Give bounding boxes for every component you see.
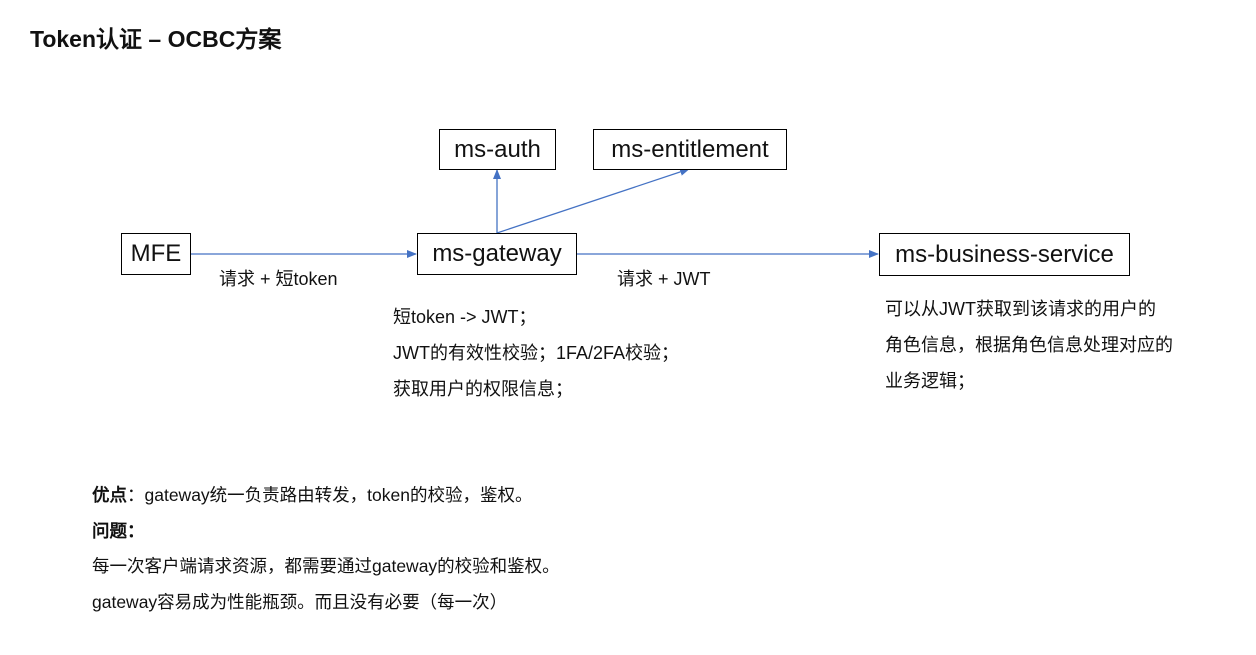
node-ms-gateway: ms-gateway — [417, 233, 577, 275]
page-title: Token认证 – OCBC方案 — [30, 26, 282, 52]
note-line: 可以从JWT获取到该请求的用户的 — [885, 299, 1156, 319]
note-line: 业务逻辑； — [885, 371, 975, 391]
node-label: ms-entitlement — [611, 135, 769, 163]
pros-label: 优点 — [92, 485, 127, 505]
node-mfe: MFE — [121, 233, 191, 275]
issue-line: 每一次客户端请求资源，都需要通过gateway的校验和鉴权。 — [92, 556, 560, 576]
issue-line: gateway容易成为性能瓶颈。而且没有必要（每一次） — [92, 591, 508, 612]
note-line: 获取用户的权限信息； — [393, 379, 573, 399]
node-ms-entitlement: ms-entitlement — [593, 129, 787, 170]
pros-text: ：gateway统一负责路由转发，token的校验，鉴权。 — [127, 485, 533, 505]
gateway-notes: 短token -> JWT； JWT的有效性校验；1FA/2FA校验； 获取用户… — [393, 299, 679, 407]
node-ms-business-service: ms-business-service — [879, 233, 1130, 276]
summary: 优点：gateway统一负责路由转发，token的校验，鉴权。 问题： 每一次客… — [92, 478, 560, 620]
arrow-gateway-entitlement — [496, 168, 690, 234]
issues-label: 问题： — [92, 520, 145, 541]
node-label: ms-business-service — [895, 240, 1114, 268]
node-ms-auth: ms-auth — [439, 129, 556, 170]
pros-line: 优点：gateway统一负责路由转发，token的校验，鉴权。 — [92, 478, 560, 514]
business-notes: 可以从JWT获取到该请求的用户的 角色信息，根据角色信息处理对应的 业务逻辑； — [885, 291, 1173, 399]
node-label: ms-gateway — [432, 240, 562, 267]
note-line: JWT的有效性校验；1FA/2FA校验； — [393, 343, 680, 363]
note-line: 短token -> JWT； — [393, 307, 537, 327]
edge-label-mfe-gateway: 请求 + 短token — [219, 269, 338, 289]
node-label: MFE — [130, 240, 182, 267]
edge-label-gateway-business: 请求 + JWT — [617, 269, 711, 289]
note-line: 角色信息，根据角色信息处理对应的 — [885, 335, 1173, 355]
node-label: ms-auth — [454, 135, 541, 163]
